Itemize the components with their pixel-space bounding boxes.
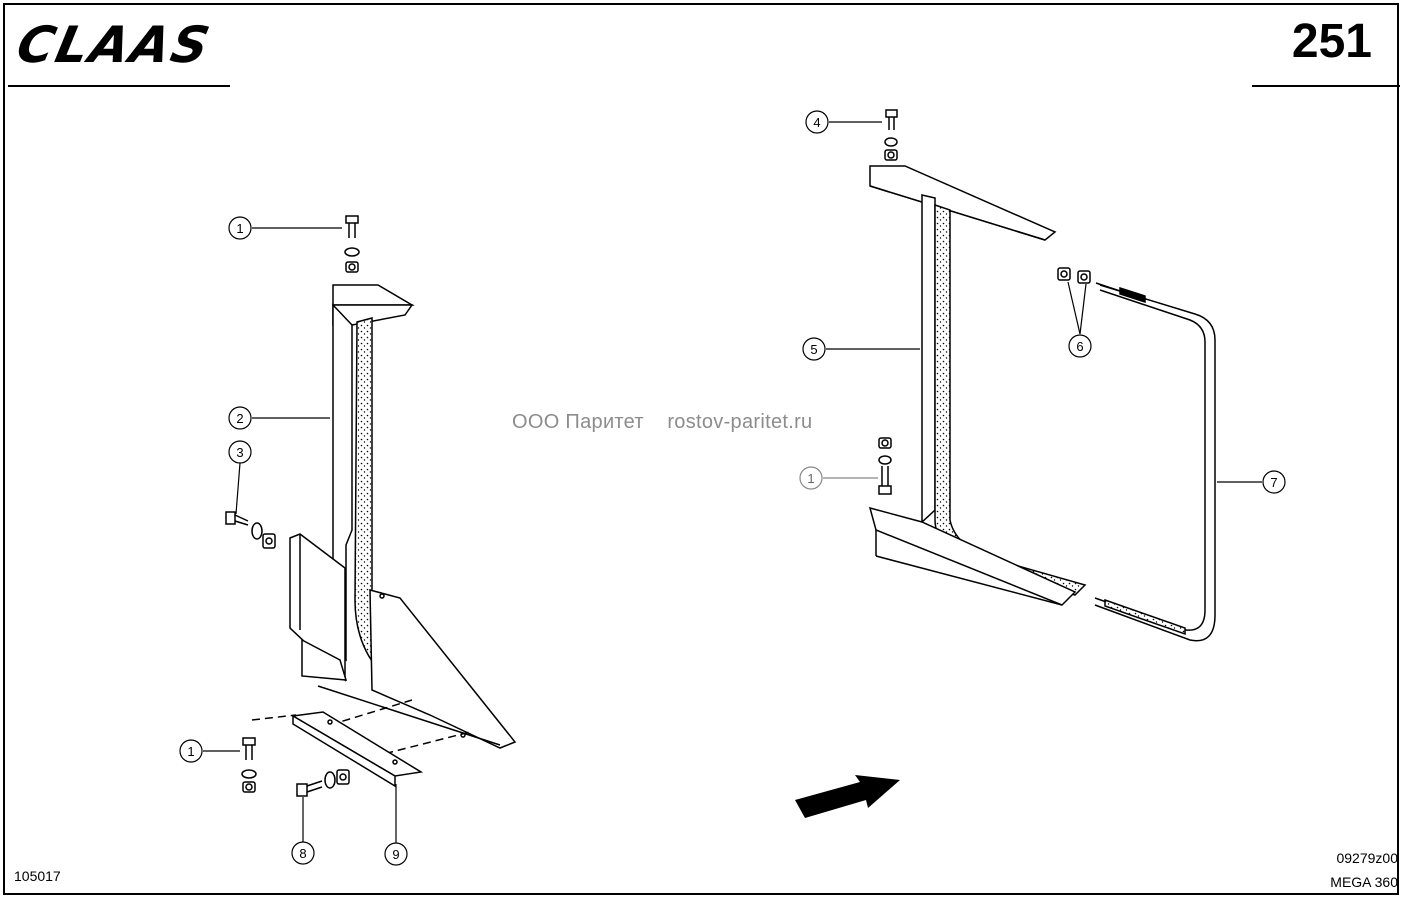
svg-text:9: 9 — [392, 847, 399, 862]
page-number: 251 — [1291, 15, 1372, 68]
svg-text:2: 2 — [236, 411, 243, 426]
callout-2-left-bracket: 2 — [228, 406, 252, 430]
callout-8-left-screw: 8 — [291, 841, 315, 865]
svg-text:3: 3 — [236, 445, 243, 460]
right-bolt-stack-icon — [878, 437, 892, 495]
right-nuts-icon — [1057, 267, 1121, 292]
callout-7-right-seal: 7 — [1262, 470, 1286, 494]
svg-text:8: 8 — [299, 846, 306, 861]
callout-5-right-frame: 5 — [802, 337, 826, 361]
right-assembly — [868, 109, 1216, 642]
right-top-bolt-stack-icon — [884, 109, 898, 161]
left-assembly — [225, 215, 517, 797]
svg-text:1: 1 — [187, 744, 194, 759]
page-frame — [3, 3, 1399, 895]
reference-code: 09279z00 — [1336, 850, 1398, 866]
svg-text:4: 4 — [813, 115, 820, 130]
direction-arrow-icon — [795, 775, 900, 818]
svg-text:5: 5 — [810, 342, 817, 357]
callout-4-right-top: 4 — [805, 110, 829, 134]
callout-9-left-angle: 9 — [384, 842, 408, 866]
header-rule-right — [1252, 85, 1400, 87]
left-bottom-screw-stack-icon — [296, 769, 350, 797]
svg-text:1: 1 — [807, 471, 814, 486]
left-bottom-bolt-stack-icon — [241, 737, 257, 793]
callout-1-left-top: 1 — [228, 216, 252, 240]
left-top-bolt-stack-icon — [344, 215, 360, 273]
svg-text:6: 6 — [1076, 339, 1083, 354]
watermark-site: rostov-paritet.ru — [667, 411, 813, 433]
svg-text:1: 1 — [236, 221, 243, 236]
watermark: ООО Паритет rostov-paritet.ru — [512, 411, 812, 434]
callout-6-right-nuts: 6 — [1068, 334, 1092, 358]
callout-1-right-bolt: 1 — [799, 466, 823, 490]
callout-1-left-bottom: 1 — [179, 739, 203, 763]
svg-text:7: 7 — [1270, 475, 1277, 490]
left-side-bolt-stack-icon — [225, 511, 276, 549]
drawing-code: 105017 — [14, 868, 61, 884]
model-name: MEGA 360 — [1330, 874, 1398, 890]
watermark-company: ООО Паритет — [512, 411, 644, 433]
callouts: 1 2 3 1 8 9 4 5 — [179, 110, 1286, 866]
callout-3-left-side-bolt: 3 — [228, 440, 252, 464]
header-rule-left — [8, 85, 230, 87]
